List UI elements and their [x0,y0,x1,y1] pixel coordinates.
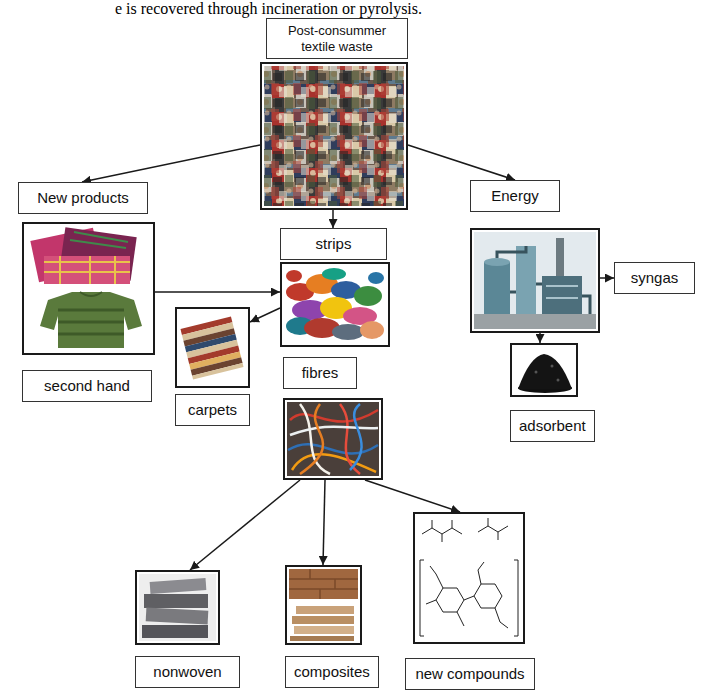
fibres-picture [287,402,379,476]
image-node: strips [280,228,390,347]
text-box: syngas [614,262,695,294]
node-label: New products [18,182,148,214]
connector-arrow [250,308,280,322]
image-frame [22,222,155,355]
image-frame [285,565,362,645]
image-node: New products second hand [18,182,155,402]
connector-arrow [190,480,300,570]
image-node: new compounds [405,512,535,690]
adsorbent-picture [518,354,572,393]
image-node: fibres [283,357,383,480]
image-node: nonwoven [135,570,240,688]
node-label: new compounds [405,658,535,690]
image-frame [470,228,600,333]
connector-arrow [539,333,541,343]
image-frame [280,262,390,347]
connector-arrow [82,145,260,182]
connector-arrow [323,480,325,565]
node-label: adsorbent [510,410,595,442]
connector-arrow [155,291,280,293]
node-label: Energy [470,180,560,212]
node-label: nonwoven [135,656,240,688]
caption-fragment: e is recovered through incineration or p… [115,0,422,17]
image-frame [283,398,383,480]
image-node: composites [285,565,379,688]
image-node: adsorbent [510,343,595,442]
connector-arrow [408,145,515,180]
node-label: syngas [614,262,695,294]
node-label: carpets [175,394,250,426]
chemical-structures-picture [420,518,518,636]
node-label: second hand [22,370,152,402]
image-frame [413,512,525,644]
node-label: strips [280,228,387,260]
image-node: Energy [470,180,600,333]
node-label: composites [285,656,379,688]
energy-plant-picture [474,232,596,329]
composites-picture [289,569,358,641]
carpet-picture [180,316,243,379]
textile-products-picture [30,227,142,348]
node-label: Post-consummer textile waste [266,18,408,59]
nonwoven-picture [139,574,216,641]
image-frame [135,570,220,645]
strips-pile-picture [286,268,384,340]
node-label: fibres [283,357,357,389]
image-frame [260,62,408,210]
image-node: Post-consummer textile waste [260,18,408,210]
connector-arrow [365,480,460,512]
connector-arrow [332,210,334,228]
image-frame [175,307,250,388]
image-frame [510,343,578,397]
image-node: carpets [175,307,250,426]
crowd-picture [264,66,404,206]
connector-arrow [600,277,614,279]
